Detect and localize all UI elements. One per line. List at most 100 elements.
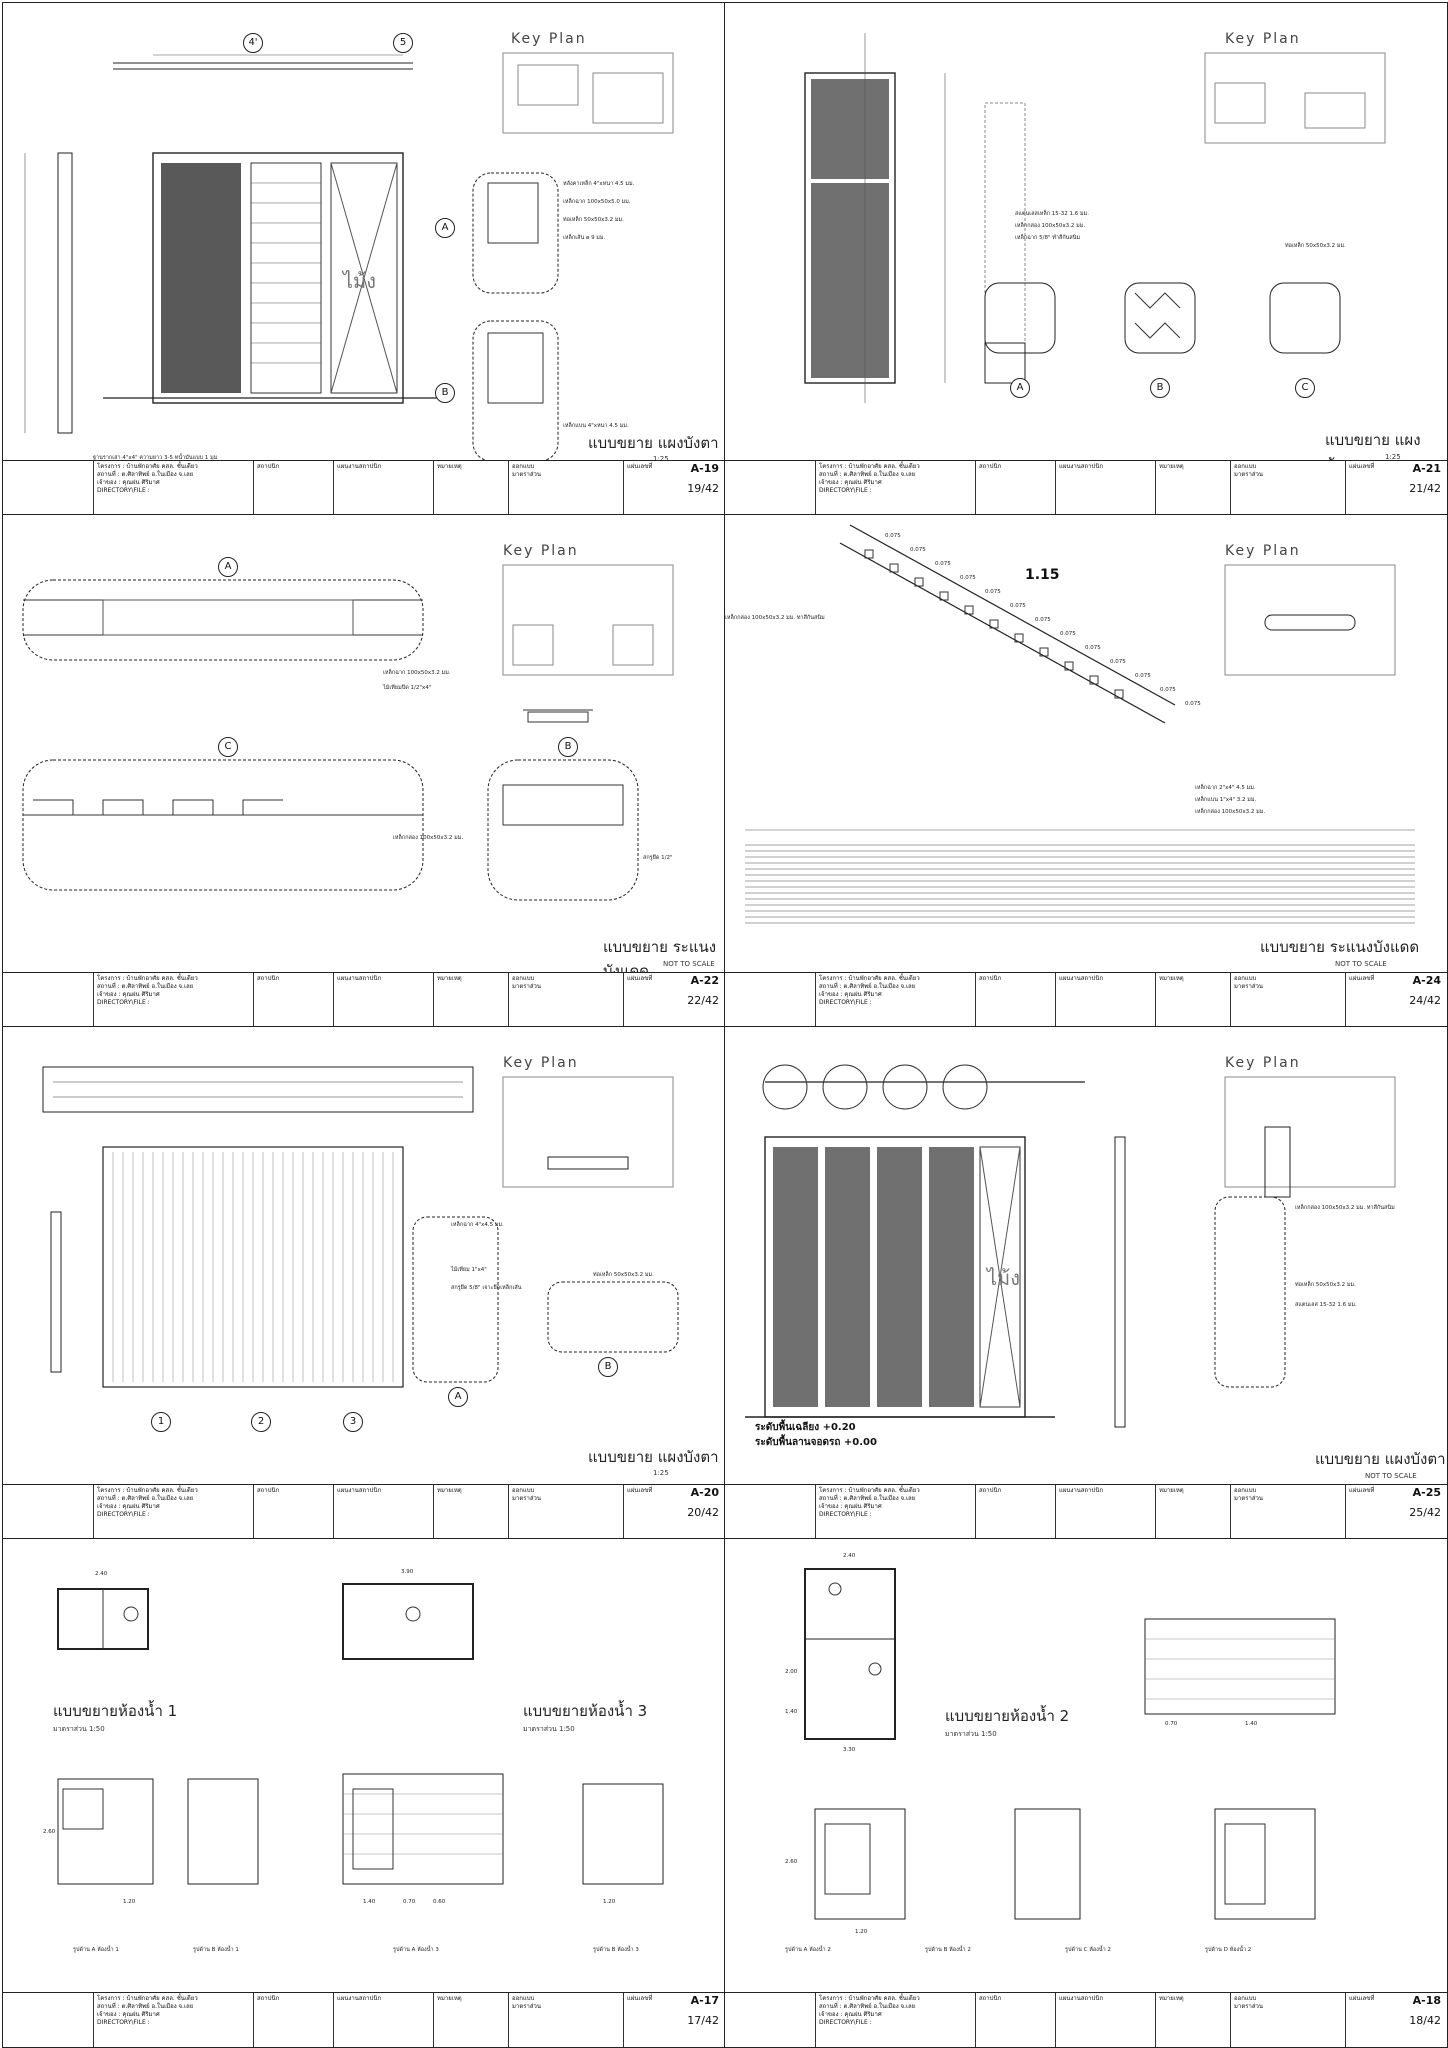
detail-a-bubble: A — [448, 1387, 468, 1407]
sheet-a22: A C B Key Plan เหล็กฉาก 100x50x3.2 มม. ไ… — [2, 514, 726, 1028]
sheet-a21: Key Plan A B C สแตนเลสเหล็ก 15-32 1.6 มม… — [724, 2, 1448, 516]
detail-b-bubble: B — [558, 737, 578, 757]
callout-1: เหล็กกล่อง 100x50x3.2 มม. ทาสีกันสนิม — [1295, 1205, 1395, 1211]
sheet-number: A-24 — [1412, 974, 1441, 987]
detail-c-bubble: C — [1295, 378, 1315, 398]
owner-label: เจ้าของ : คุณฝน ศิริมาศ — [97, 1503, 160, 1510]
file-label: DIRECTORY\FILE : — [819, 1511, 872, 1518]
project-label: โครงการ : บ้านพักอาศัย คสล. ชั้นเดียว — [819, 463, 920, 470]
drawing-label: แผนงานสถาปนิก — [337, 463, 382, 470]
section-a-2: รูปด้าน A ห้องน้ำ 2 — [785, 1947, 831, 1953]
section-d-2: รูปด้าน D ห้องน้ำ 2 — [1205, 1947, 1252, 1953]
revision-label: หมายเหตุ — [437, 975, 462, 982]
scale-label: มาตราส่วน — [512, 983, 541, 990]
page-number: 24/42 — [1409, 994, 1441, 1007]
project-label: โครงการ : บ้านพักอาศัย คสล. ชั้นเดียว — [819, 1487, 920, 1494]
owner-label: เจ้าของ : คุณฝน ศิริมาศ — [819, 479, 882, 486]
page-number: 18/42 — [1409, 2014, 1441, 2027]
spacing-11: 0.075 — [1135, 673, 1151, 679]
callout-2: เหล็กฉาก 2"x4" 4.5 มม. — [1195, 785, 1256, 791]
grid-bubble-4: 4' — [243, 33, 263, 53]
spacing-6: 0.075 — [1010, 603, 1026, 609]
design-label: ออกแบบ — [1234, 1487, 1257, 1494]
callout-4: เหล็กเส้น ø 9 มม. — [563, 235, 606, 241]
sheet-label: แผ่นเลขที่ — [627, 1995, 653, 2002]
design-label: ออกแบบ — [512, 975, 535, 982]
callout-1: สแตนเลสเหล็ก 15-32 1.6 มม. — [1015, 211, 1090, 217]
design-label: ออกแบบ — [1234, 1995, 1257, 2002]
architect-label: สถาปนิก — [979, 463, 1002, 470]
drawing-a20 — [42, 1066, 679, 1388]
revision-label: หมายเหตุ — [437, 1995, 462, 2002]
callout-1: เหล็กฉาก 4"x4.5 มม. — [451, 1222, 504, 1228]
callout-3: สแตนเลส 15-32 1.6 มม. — [1295, 1302, 1357, 1308]
foot-note: ฐานรากเสา 4"x4" ความยาว 3-5 ทน้ำมันแบบ 1… — [93, 455, 218, 461]
detail-b-bubble: B — [435, 383, 455, 403]
drawing-a25 — [745, 1064, 1396, 1428]
owner-label: เจ้าของ : คุณฝน ศิริมาศ — [97, 2011, 160, 2018]
project-label: โครงการ : บ้านพักอาศัย คสล. ชั้นเดียว — [97, 975, 198, 982]
callout-2: เหล็กกล่อง 100x50x3.2 มม. — [1015, 223, 1086, 229]
title-block: โครงการ : บ้านพักอาศัย คสล. ชั้นเดียว สถ… — [3, 1484, 725, 1539]
drawing-title: แบบขยาย แผงบังตา — [588, 1448, 719, 1466]
sheet-number: A-20 — [690, 1486, 719, 1499]
scale-label: มาตราส่วน — [1234, 1495, 1263, 1502]
spacing-7: 0.075 — [1035, 617, 1051, 623]
file-label: DIRECTORY\FILE : — [819, 2019, 872, 2026]
callout-4: เหล็กกล่อง 100x50x3.2 มม. — [1195, 809, 1266, 815]
sheet-label: แผ่นเลขที่ — [1349, 975, 1375, 982]
architect-label: สถาปนิก — [979, 975, 1002, 982]
revision-label: หมายเหตุ — [1159, 463, 1184, 470]
level-carport: ระดับพื้นลานจอดรถ +0.00 — [755, 1437, 877, 1448]
section-b-2: รูปด้าน B ห้องน้ำ 2 — [925, 1947, 971, 1953]
sheet-a24: 1.15 Key Plan 0.075 0.075 0.075 0.075 0.… — [724, 514, 1448, 1028]
scale-label: มาตราส่วน — [512, 1495, 541, 1502]
revision-label: หมายเหตุ — [437, 463, 462, 470]
detail-a-bubble: A — [1010, 378, 1030, 398]
design-label: ออกแบบ — [512, 1487, 535, 1494]
title-block: โครงการ : บ้านพักอาศัย คสล. ชั้นเดียว สถ… — [725, 460, 1447, 515]
scale-label: มาตราส่วน — [1234, 471, 1263, 478]
plan-title-1: แบบขยายห้องน้ำ 1 — [53, 1702, 178, 1720]
title-block: โครงการ : บ้านพักอาศัย คสล. ชั้นเดียว สถ… — [725, 1992, 1447, 2047]
file-label: DIRECTORY\FILE : — [819, 999, 872, 1006]
sheet-label: แผ่นเลขที่ — [1349, 463, 1375, 470]
owner-label: เจ้าของ : คุณฝน ศิริมาศ — [97, 991, 160, 998]
revision-label: หมายเหตุ — [1159, 1995, 1184, 2002]
callout-3: สกรูยึด 5/8" เจาะยึดเหล็กเส้น — [451, 1285, 522, 1291]
spacing-12: 0.075 — [1160, 687, 1176, 693]
location-label: สถานที่ : ต.ศิลาทิพย์ อ.ในเมือง จ.เลย — [819, 2003, 916, 2010]
callout-4: สกรูยึด 1/2" — [643, 855, 673, 861]
location-label: สถานที่ : ต.ศิลาทิพย์ อ.ในเมือง จ.เลย — [819, 471, 916, 478]
sheet-a19: 4' 5 Key Plan A B ไม้ง หลังคาเหล็ก 4"xหน… — [2, 2, 726, 516]
dim-2: 3.90 — [401, 1569, 414, 1575]
callout-4: ท่อเหล็ก 50x50x3.2 มม. — [593, 1272, 654, 1278]
callout-2: ท่อเหล็ก 50x50x3.2 มม. — [1295, 1282, 1356, 1288]
architect-label: สถาปนิก — [979, 1995, 1002, 2002]
drawing-title: แบบขยาย แผงบังตา — [588, 434, 719, 452]
architect-label: สถาปนิก — [257, 1995, 280, 2002]
key-plan-label: Key Plan — [1225, 1055, 1301, 1071]
spacing-8: 0.075 — [1060, 631, 1076, 637]
location-label: สถานที่ : ต.ศิลาทิพย์ อ.ในเมือง จ.เลย — [97, 983, 194, 990]
location-label: สถานที่ : ต.ศิลาทิพย์ อ.ในเมือง จ.เลย — [819, 1495, 916, 1502]
scale-label: มาตราส่วน — [1234, 2003, 1263, 2010]
project-label: โครงการ : บ้านพักอาศัย คสล. ชั้นเดียว — [97, 1487, 198, 1494]
location-label: สถานที่ : ต.ศิลาทิพย์ อ.ในเมือง จ.เลย — [819, 983, 916, 990]
drawing-label: แผนงานสถาปนิก — [1059, 975, 1104, 982]
sheet-label: แผ่นเลขที่ — [1349, 1487, 1375, 1494]
detail-b-bubble: B — [598, 1357, 618, 1377]
drawing-scale: 1:25 — [653, 1469, 669, 1477]
architect-label: สถาปนิก — [257, 1487, 280, 1494]
drawing-a18 — [804, 1568, 1336, 1920]
dim-3: 1.40 — [363, 1899, 376, 1905]
drawing-title: แบบขยาย แผงบังตา — [1315, 1450, 1446, 1468]
section-b-1: รูปด้าน B ห้องน้ำ 1 — [193, 1947, 239, 1953]
key-plan-label: Key Plan — [511, 31, 587, 47]
dim-2: 3.30 — [843, 1747, 856, 1753]
dim-3: 2.00 — [785, 1669, 798, 1675]
sheet-number: A-18 — [1412, 1994, 1441, 2007]
location-label: สถานที่ : ต.ศิลาทิพย์ อ.ในเมือง จ.เลย — [97, 1495, 194, 1502]
key-plan-label: Key Plan — [1225, 31, 1301, 47]
owner-label: เจ้าของ : คุณฝน ศิริมาศ — [819, 991, 882, 998]
